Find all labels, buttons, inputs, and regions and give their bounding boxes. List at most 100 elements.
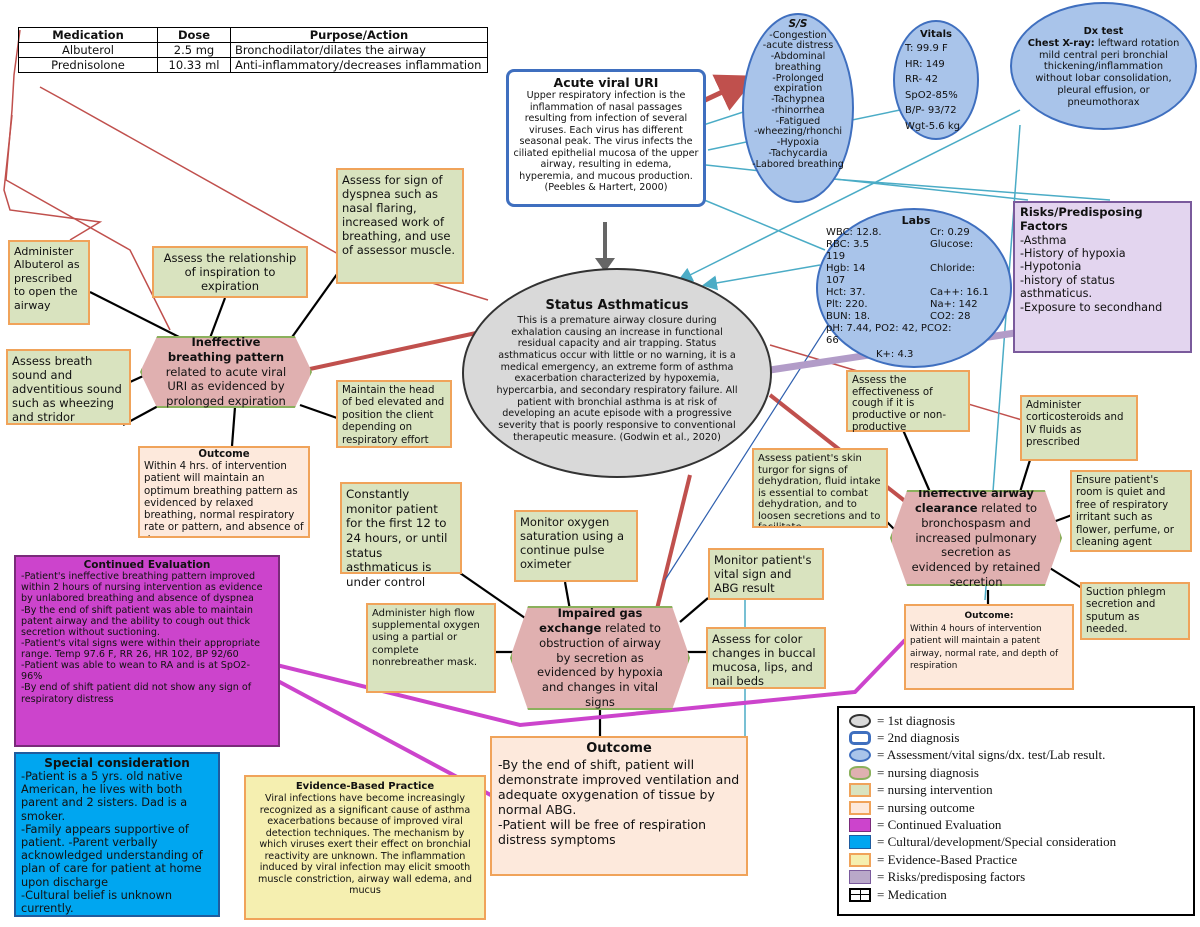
intervention-assess-dyspnea: Assess for sign of dyspnea such as nasal…	[336, 168, 464, 284]
signs-symptoms-oval: S/S -Congestion -acute distress -Abdomin…	[742, 13, 854, 203]
intervention-assess-cough: Assess the effectiveness of cough if it …	[846, 370, 970, 433]
cyan-box-icon	[849, 835, 871, 850]
outcome-body: -By the end of shift, patient will demon…	[498, 756, 740, 847]
pink-hexagon-icon	[849, 765, 871, 780]
legend-item: = Evidence-Based Practice	[849, 851, 1193, 868]
continued-evaluation-box: Continued Evaluation -Patient's ineffect…	[14, 555, 280, 747]
table-cell: Bronchodilator/dilates the airway	[230, 42, 488, 58]
intervention-administer-albuterol: Administer Albuterol as prescribed to op…	[8, 240, 90, 325]
diagnosis-description: related to acute viral URI as evidenced …	[165, 364, 287, 409]
vital-item: HR: 149	[905, 58, 945, 70]
dx-test-title: Dx test	[1083, 26, 1124, 37]
vital-item: RR- 42	[905, 74, 939, 85]
legend-item: = Medication	[849, 886, 1193, 903]
intervention-ensure-quiet-room: Ensure patient's room is quiet and free …	[1070, 470, 1192, 552]
acute-viral-uri-title: Acute viral URI	[553, 75, 659, 90]
ss-item: -Tachycardia	[768, 147, 828, 159]
labs-title: Labs	[901, 214, 931, 227]
outcome-body: Within 4 hours of intervention patient w…	[910, 623, 1059, 672]
intervention-assess-breath-sound: Assess breath sound and adventitious sou…	[6, 349, 131, 425]
risks-box: Risks/Predisposing Factors -Asthma -Hist…	[1013, 201, 1192, 353]
risk-item: -History of hypoxia	[1020, 247, 1126, 261]
magenta-box-icon	[849, 818, 871, 833]
status-asthmaticus-title: Status Asthmaticus	[545, 298, 689, 313]
labs-right-column: Cr: 0.29 Glucose: Chloride: Ca++: 16.1 N…	[930, 227, 989, 322]
legend-item: = Cultural/development/Special considera…	[849, 834, 1193, 851]
diagnosis-impaired-gas-exchange: Impaired gas exchange related to obstruc…	[510, 606, 690, 710]
ss-item: -Abdominal breathing	[770, 51, 826, 73]
legend-text: = nursing intervention	[877, 782, 993, 798]
diagnosis-title: Ineffective breathing pattern	[167, 334, 285, 364]
intervention-monitor-oxygen-saturation: Monitor oxygen saturation using a contin…	[514, 510, 638, 582]
blue-oval-icon	[849, 748, 871, 763]
intervention-administer-corticosteroids: Administer corticosteroids and IV fluids…	[1020, 395, 1138, 461]
legend-item: = 2nd diagnosis	[849, 729, 1193, 746]
ss-item: -Tachypnea	[771, 94, 825, 106]
labs-potassium: K+: 4.3	[876, 349, 914, 360]
ss-item: -wheezing/rhonchi	[753, 126, 843, 138]
status-asthmaticus-body: This is a premature airway closure durin…	[496, 314, 738, 443]
ss-item: -Fatigued	[775, 115, 821, 127]
legend-text: = Continued Evaluation	[877, 817, 1002, 833]
acute-viral-uri-box: Acute viral URI Upper respiratory infect…	[506, 69, 706, 207]
outcome-breathing-pattern: Outcome Within 4 hrs. of intervention pa…	[138, 446, 310, 538]
diagnosis-ineffective-breathing-pattern: Ineffective breathing pattern related to…	[140, 336, 312, 408]
intervention-constantly-monitor: Constantly monitor patient for the first…	[340, 482, 462, 589]
diagnosis-title: Ineffective airway clearance	[914, 485, 1034, 515]
medication-header: Medication	[18, 27, 158, 43]
risk-item: -Hypotonia	[1020, 260, 1082, 274]
acute-viral-uri-body: Upper respiratory infection is the infla…	[513, 90, 699, 193]
table-cell: 2.5 mg	[157, 42, 231, 58]
legend-text: = nursing diagnosis	[877, 764, 979, 780]
outcome-gas-exchange: Outcome -By the end of shift, patient wi…	[490, 736, 748, 876]
legend-text: = Risks/predisposing factors	[877, 869, 1026, 885]
legend: = 1st diagnosis = 2nd diagnosis = Assess…	[837, 706, 1195, 916]
risks-title: Risks/Predisposing Factors	[1020, 205, 1143, 233]
dx-test-oval: Dx test Chest X-ray: leftward rotation m…	[1010, 2, 1197, 130]
ss-item: -Hypoxia	[776, 137, 820, 149]
table-cell: Prednisolone	[18, 57, 158, 73]
legend-text: = Medication	[877, 886, 947, 902]
labs-left-column: WBC: 12.8. RBC: 3.5 119 Hgb: 14 107 Hct:…	[826, 227, 952, 346]
legend-text: = 1st diagnosis	[877, 712, 956, 728]
intervention-assess-skin-turgor: Assess patient's skin turgor for signs o…	[752, 448, 888, 528]
lavender-box-icon	[849, 870, 871, 885]
status-asthmaticus-oval: Status Asthmaticus This is a premature a…	[462, 268, 772, 478]
legend-item: = 1st diagnosis	[849, 712, 1193, 729]
dx-test-body: leftward rotation mild central peri bron…	[1035, 37, 1180, 108]
intervention-administer-oxygen: Administer high flow supplemental oxygen…	[366, 603, 496, 693]
peach-box-icon	[849, 800, 871, 815]
diagnosis-title: Impaired gas exchange	[539, 605, 643, 635]
special-consideration-box: Special consideration -Patient is a 5 yr…	[14, 752, 220, 917]
legend-text: = nursing outcome	[877, 799, 975, 815]
continued-evaluation-body: -Patient's ineffective breathing pattern…	[21, 571, 263, 705]
vitals-oval: Vitals T: 99.9 F HR: 149 RR- 42 SpO2-85%…	[893, 20, 979, 140]
vital-item: SpO2-85%	[905, 89, 958, 101]
ebp-title: Evidence-Based Practice	[295, 781, 435, 792]
vital-item: B/P- 93/72	[905, 105, 957, 116]
legend-item: = Risks/predisposing factors	[849, 869, 1193, 886]
legend-item: = Assessment/vital signs/dx. test/Lab re…	[849, 747, 1193, 764]
special-consideration-body: -Patient is a 5 yrs. old native American…	[21, 770, 203, 916]
medication-table: Medication Dose Purpose/Action Albuterol…	[18, 27, 488, 73]
table-grid-icon	[849, 887, 871, 902]
table-row: Albuterol 2.5 mg Bronchodilator/dilates …	[18, 42, 488, 58]
outcome-airway-clearance: Outcome: Within 4 hours of intervention …	[904, 604, 1074, 690]
ss-item: -Prolonged expiration	[772, 72, 824, 95]
green-box-icon	[849, 783, 871, 798]
legend-text: = Cultural/development/Special considera…	[877, 834, 1117, 850]
ebp-body: Viral infections have become increasingl…	[258, 793, 472, 896]
intervention-assess-color-changes: Assess for color changes in buccal mucos…	[706, 627, 826, 689]
dose-header: Dose	[157, 27, 231, 43]
legend-text: = Assessment/vital signs/dx. test/Lab re…	[877, 747, 1106, 763]
legend-item: = nursing outcome	[849, 799, 1193, 816]
signs-symptoms-title: S/S	[788, 18, 808, 30]
table-cell: 10.33 ml	[157, 57, 231, 73]
purpose-header: Purpose/Action	[230, 27, 488, 43]
outcome-title: Outcome:	[964, 611, 1014, 621]
legend-item: = nursing diagnosis	[849, 764, 1193, 781]
intervention-suction-phlegm: Suction phlegm secretion and sputum as n…	[1080, 582, 1190, 640]
evidence-based-practice-box: Evidence-Based Practice Viral infections…	[244, 775, 486, 920]
diagnosis-description: related to obstruction of airway by secr…	[537, 620, 663, 710]
vital-item: Wgt-5.6 kg	[905, 120, 960, 132]
